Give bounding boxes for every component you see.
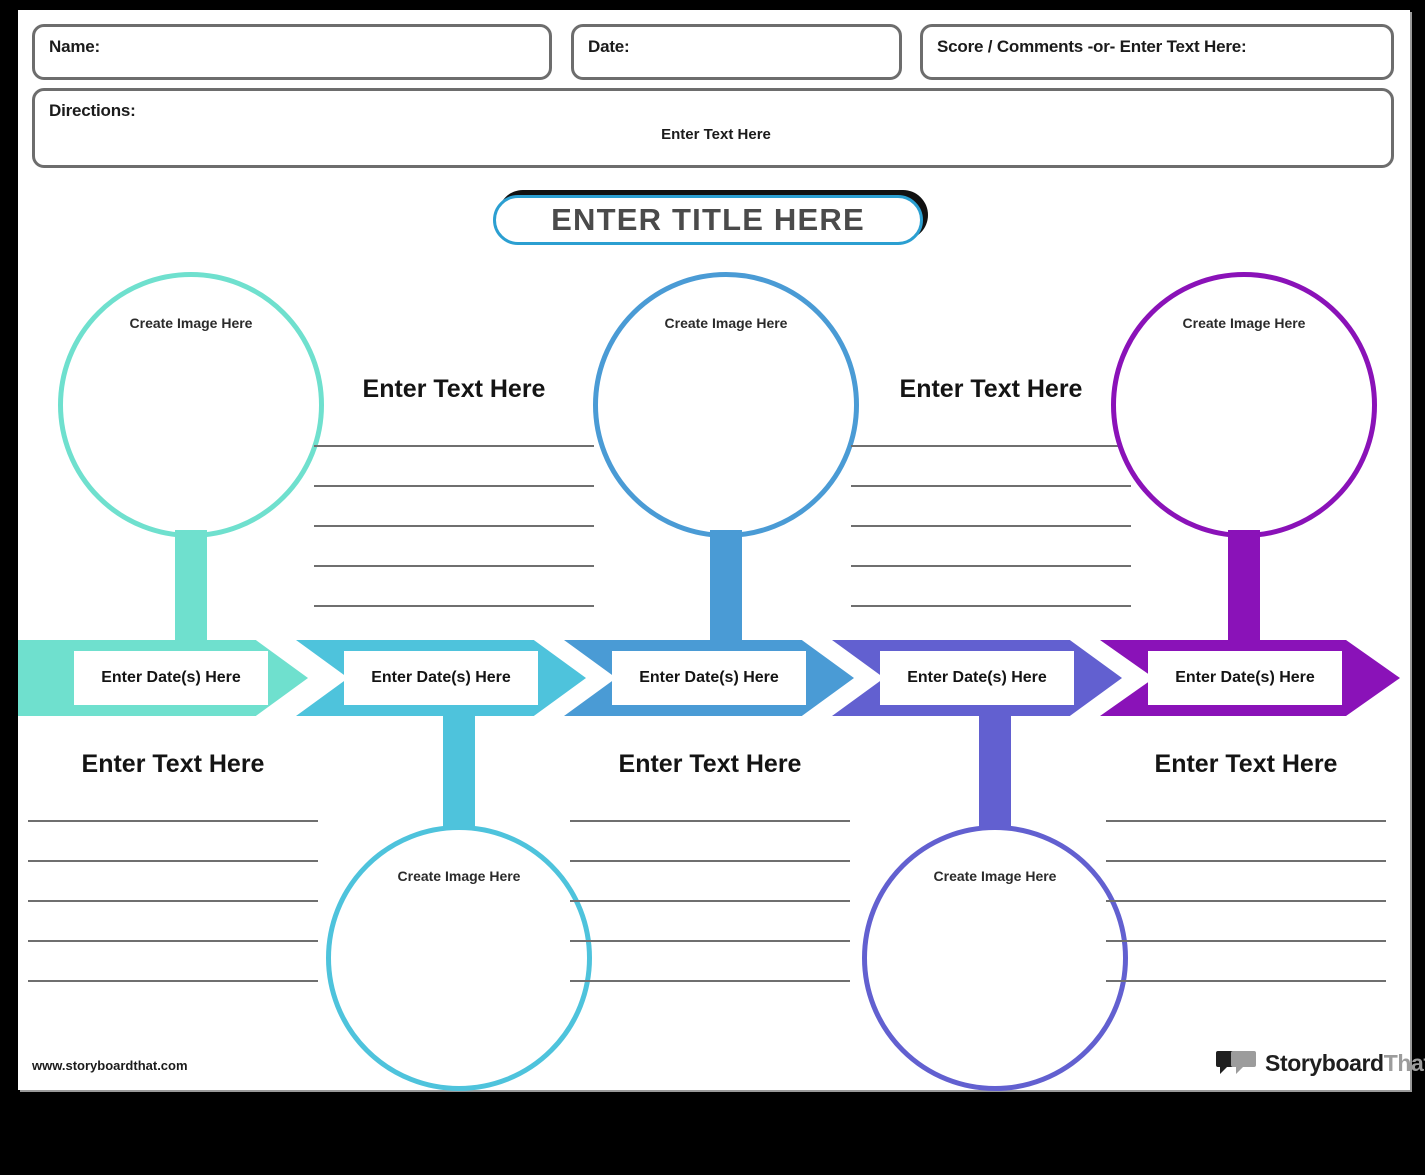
step-2-text-block: Enter Text Here	[314, 375, 594, 635]
name-label: Name:	[49, 37, 100, 56]
step-2-image-circle[interactable]: Create Image Here	[326, 825, 592, 1091]
title-banner[interactable]: ENTER TITLE HERE	[493, 190, 933, 248]
step-4-image-label: Create Image Here	[933, 868, 1057, 884]
date-field[interactable]: Date:	[571, 24, 902, 80]
logo-storyboard-text: Storyboard	[1265, 1049, 1384, 1076]
logo-that-text: That	[1383, 1049, 1425, 1076]
step-2-text-label: Enter Text Here	[362, 375, 546, 403]
step-2-date-label: Enter Date(s) Here	[371, 669, 511, 686]
step-1-date-label: Enter Date(s) Here	[101, 669, 241, 686]
step-4-image-circle[interactable]: Create Image Here	[862, 825, 1128, 1091]
step-4-stem	[979, 710, 1011, 828]
rule-line	[851, 525, 1131, 527]
rule-line	[28, 900, 318, 902]
step-3-date-box[interactable]: Enter Date(s) Here	[612, 651, 806, 705]
rule-line	[314, 525, 594, 527]
rule-line	[570, 860, 850, 862]
step-1-image-label: Create Image Here	[129, 315, 253, 331]
step-1-stem	[175, 530, 207, 648]
rule-line	[851, 565, 1131, 567]
directions-placeholder: Enter Text Here	[661, 126, 771, 143]
directions-field[interactable]: Directions: Enter Text Here	[32, 88, 1394, 168]
rule-line	[314, 565, 594, 567]
title-box[interactable]: ENTER TITLE HERE	[493, 195, 923, 245]
rule-line	[851, 485, 1131, 487]
step-3-stem	[710, 530, 742, 648]
rule-line	[1106, 820, 1386, 822]
step-4-text-label: Enter Text Here	[899, 375, 1083, 403]
page-title: ENTER TITLE HERE	[551, 202, 865, 237]
worksheet-sheet: Name: Date: Score / Comments -or- Enter …	[18, 10, 1425, 1091]
step-4-date-box[interactable]: Enter Date(s) Here	[880, 651, 1074, 705]
rule-line	[851, 605, 1131, 607]
step-2-date-box[interactable]: Enter Date(s) Here	[344, 651, 538, 705]
name-field[interactable]: Name:	[32, 24, 552, 80]
step-3-text-block: Enter Text Here	[570, 750, 850, 1010]
score-comments-field[interactable]: Score / Comments -or- Enter Text Here:	[920, 24, 1394, 80]
step-5-date-label: Enter Date(s) Here	[1175, 669, 1315, 686]
rule-line	[28, 820, 318, 822]
rule-line	[851, 445, 1131, 447]
rule-line	[1106, 900, 1386, 902]
step-4-text-block: Enter Text Here	[851, 375, 1131, 635]
rule-line	[1106, 980, 1386, 982]
step-3-image-circle[interactable]: Create Image Here	[593, 272, 859, 538]
score-comments-label: Score / Comments -or- Enter Text Here:	[937, 37, 1247, 56]
rule-line	[1106, 860, 1386, 862]
rule-line	[314, 445, 594, 447]
step-1-text-label: Enter Text Here	[81, 750, 265, 778]
step-1-date-box[interactable]: Enter Date(s) Here	[74, 651, 268, 705]
speech-bubbles-icon	[1216, 1049, 1258, 1077]
step-3-date-label: Enter Date(s) Here	[639, 669, 779, 686]
step-5-text-block: Enter Text Here	[1106, 750, 1386, 1010]
date-label: Date:	[588, 37, 630, 56]
rule-line	[1106, 940, 1386, 942]
logo-wordmark: StoryboardThat	[1265, 1050, 1425, 1077]
rule-line	[28, 860, 318, 862]
rule-line	[314, 485, 594, 487]
rule-line	[570, 900, 850, 902]
step-3-text-label: Enter Text Here	[618, 750, 802, 778]
step-1-image-circle[interactable]: Create Image Here	[58, 272, 324, 538]
rule-line	[28, 980, 318, 982]
step-2-stem	[443, 710, 475, 828]
step-4-date-label: Enter Date(s) Here	[907, 669, 1047, 686]
rule-line	[314, 605, 594, 607]
step-2-image-label: Create Image Here	[397, 868, 521, 884]
step-5-text-label: Enter Text Here	[1154, 750, 1338, 778]
rule-line	[28, 940, 318, 942]
step-5-date-box[interactable]: Enter Date(s) Here	[1148, 651, 1342, 705]
rule-line	[570, 940, 850, 942]
timeline-arrow-band: Enter Date(s) Here Enter Date(s) Here En…	[18, 640, 1410, 716]
rule-line	[570, 820, 850, 822]
step-1-text-block: Enter Text Here	[28, 750, 318, 1010]
step-5-image-label: Create Image Here	[1182, 315, 1306, 331]
site-url[interactable]: www.storyboardthat.com	[32, 1058, 188, 1073]
rule-line	[570, 980, 850, 982]
step-3-image-label: Create Image Here	[664, 315, 788, 331]
step-5-image-circle[interactable]: Create Image Here	[1111, 272, 1377, 538]
storyboardthat-logo[interactable]: StoryboardThat	[1216, 1046, 1425, 1080]
step-5-stem	[1228, 530, 1260, 648]
directions-label: Directions:	[49, 101, 136, 120]
